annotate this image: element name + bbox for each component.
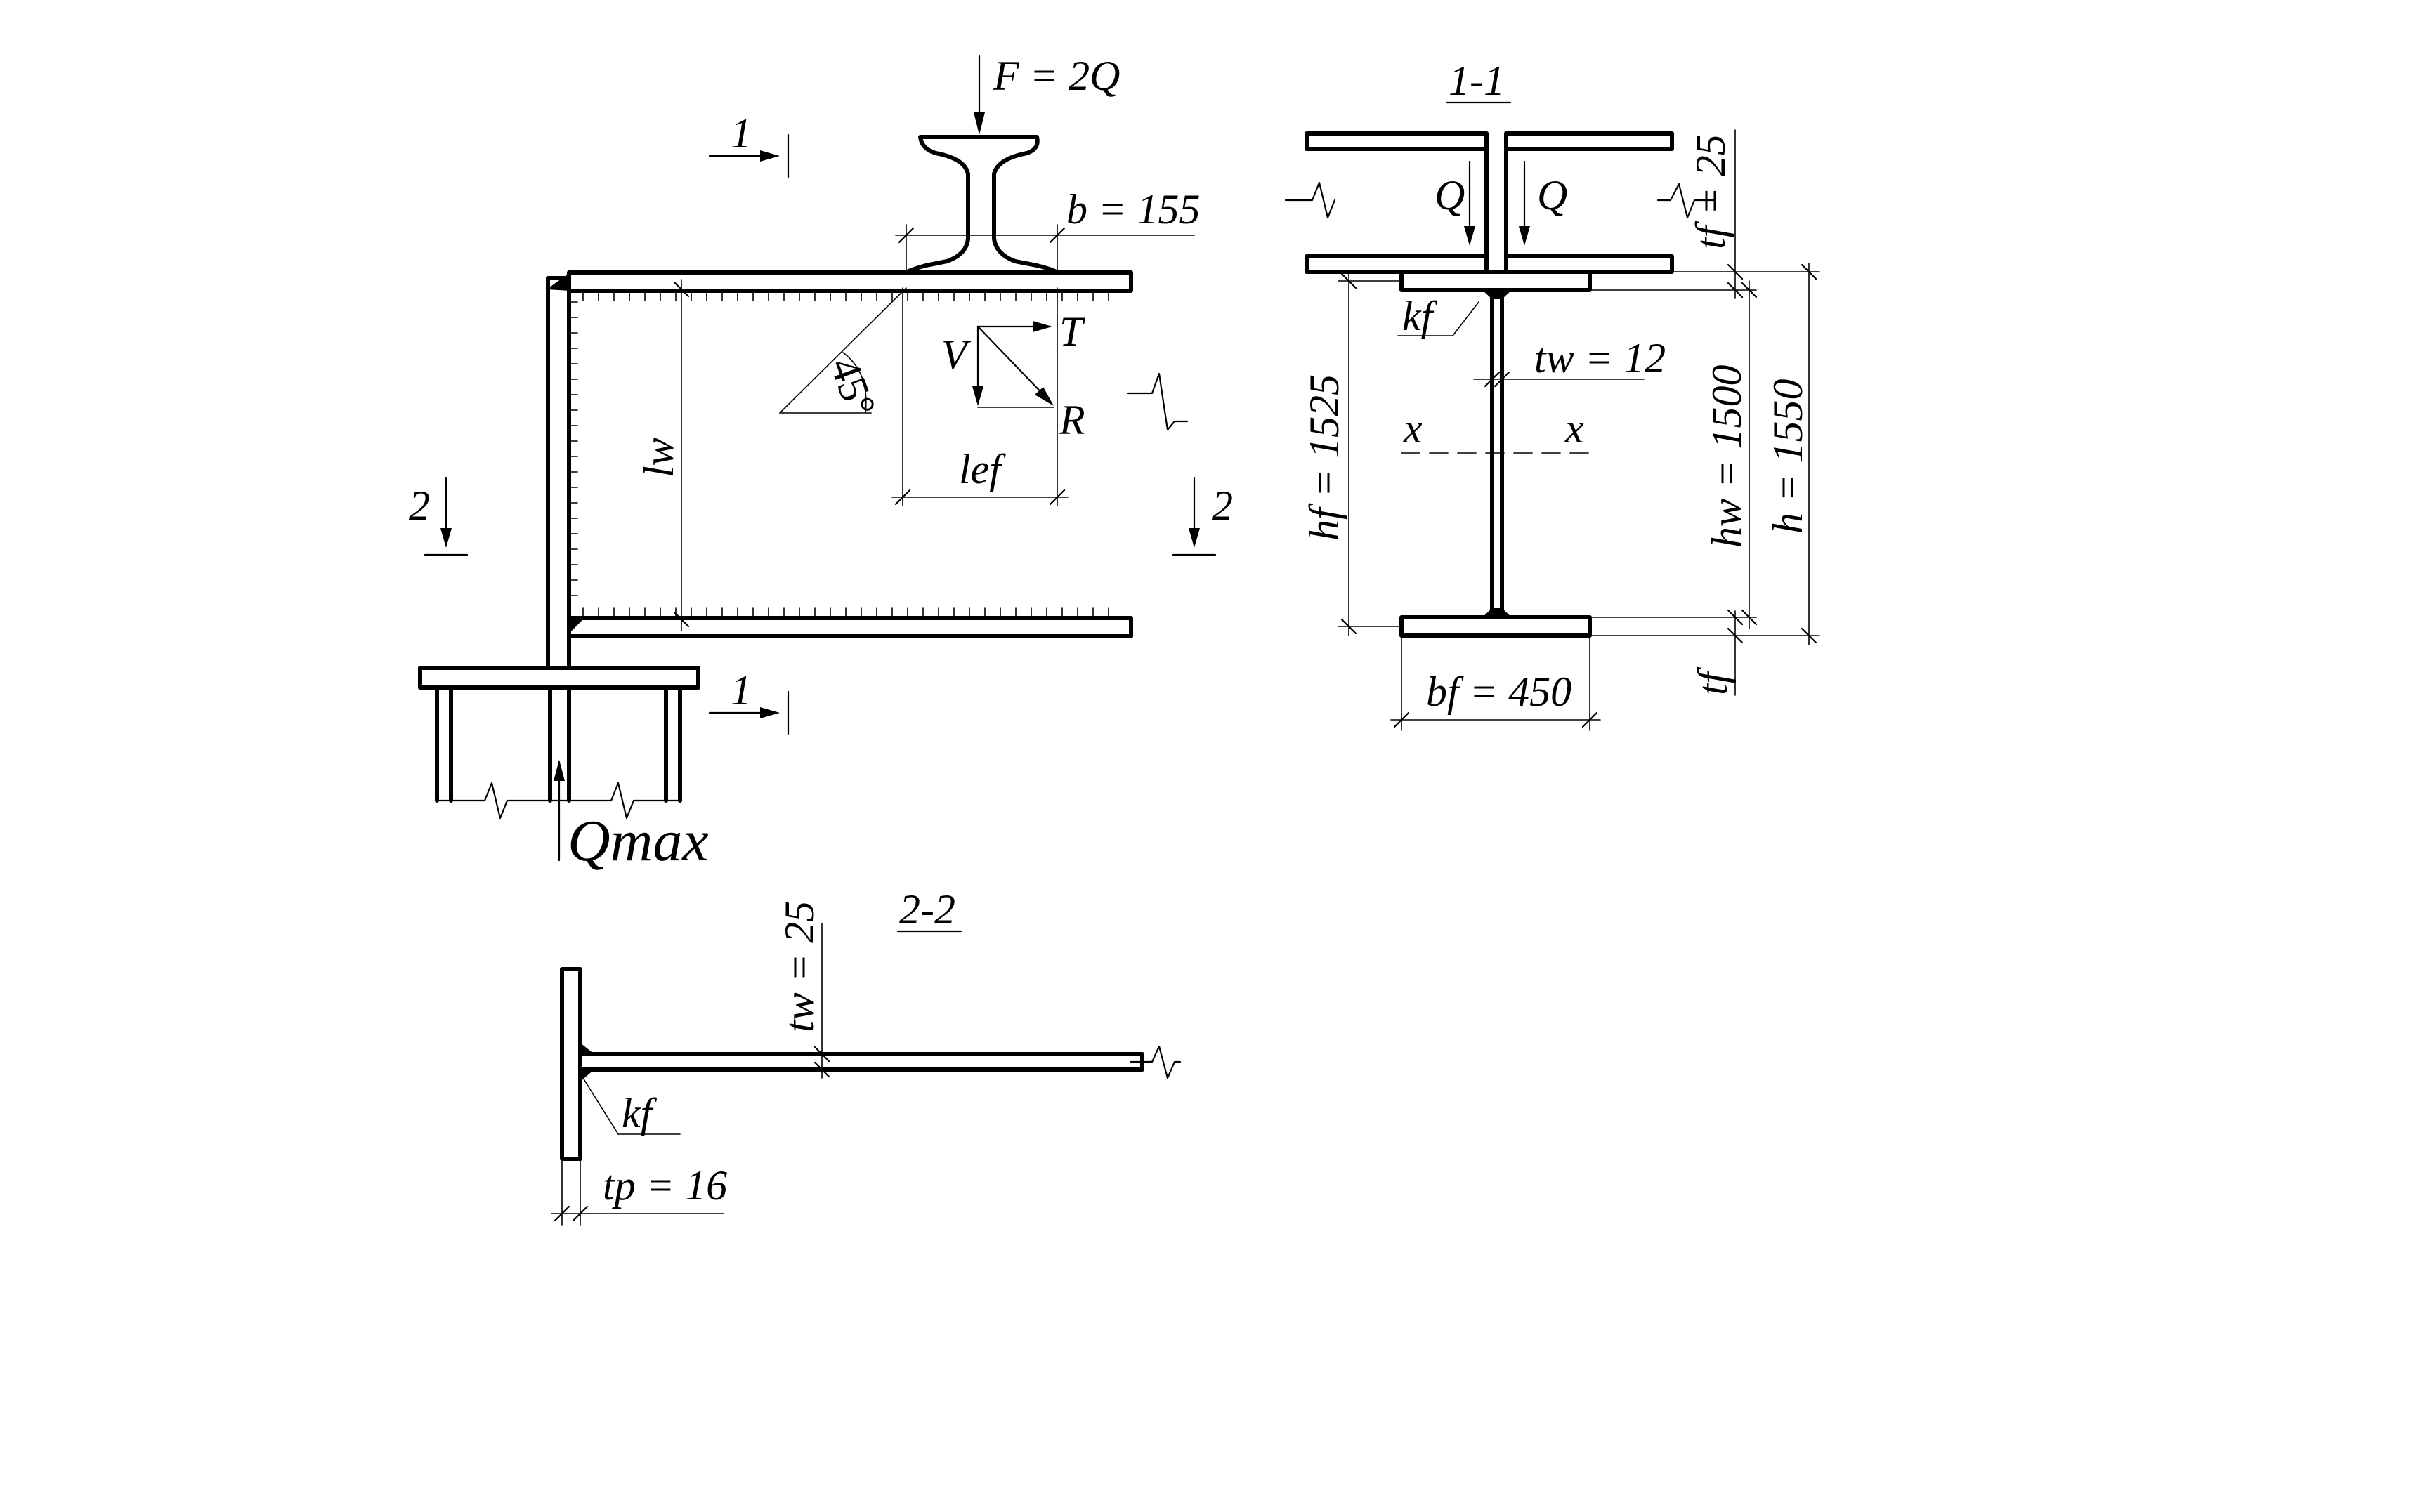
cut-2-left-head [440, 528, 452, 548]
section-2-2-weld-top [580, 1043, 594, 1054]
t-label: T [1059, 308, 1085, 355]
elevation-view: Qmax F = 2Q b = 155 45° lef V T [409, 53, 1233, 874]
load-beam-section [904, 135, 1059, 275]
kf22-leader [582, 1077, 619, 1135]
f-label: F = 2Q [993, 53, 1120, 99]
v-label: V [941, 331, 972, 378]
q-right-arrow-head [1519, 226, 1530, 246]
cut-1-top-head [760, 150, 780, 162]
q-left-arrow-head [1464, 226, 1475, 246]
hw-label: hw = 1500 [1704, 364, 1750, 548]
cut-2-left-label: 2 [409, 482, 430, 529]
lef-tick-right [1049, 489, 1066, 506]
tw22-tick-a [813, 1046, 830, 1063]
cut-1-bottom-head [760, 707, 780, 718]
load-beam-flange-bot-right [1504, 254, 1674, 274]
cut-2-right-head [1189, 528, 1200, 548]
hw-tick-top [1741, 282, 1758, 298]
cut-1-top-label: 1 [731, 110, 752, 157]
web-weld-ticks [568, 290, 1109, 619]
q-left-label: Q [1435, 172, 1465, 218]
lef-label: lef [959, 446, 1006, 492]
cut-2-right-label: 2 [1212, 482, 1233, 529]
tf-top-tick-a [1727, 263, 1744, 280]
tw-tick-right [1494, 371, 1510, 388]
weld-corner-top [547, 272, 570, 291]
bf-label: bf = 450 [1426, 669, 1571, 715]
hf-tick-top [1340, 272, 1357, 289]
kf-label-11: kf [1402, 293, 1438, 339]
qmax-arrow-head [554, 760, 565, 781]
load-beam-flange-bot-left [1305, 254, 1489, 274]
support-stiffener [546, 276, 571, 671]
bearing-plate [418, 666, 700, 690]
r-vector-head [1035, 387, 1054, 406]
qmax-label: Qmax [568, 808, 709, 874]
kf22-label: kf [622, 1090, 658, 1136]
tw22-tick-b [813, 1061, 830, 1078]
t-vector-head [1033, 321, 1052, 332]
tf-bot-label: tf [1690, 666, 1736, 695]
b-dim-tick-right [1049, 227, 1066, 244]
lw-tick-bottom [673, 611, 690, 628]
top-flange [567, 270, 1133, 293]
lef-tick-left [894, 489, 911, 506]
f-arrow-head [974, 112, 985, 135]
tf-bot-tick-b [1727, 627, 1744, 644]
section-1-1-title: 1-1 [1449, 58, 1505, 104]
tf-top-tick-b [1727, 282, 1744, 298]
h-label: h = 1550 [1765, 379, 1811, 534]
tf-bot-tick-a [1727, 609, 1744, 626]
weld-corner-bottom [569, 618, 584, 633]
x-left-label: x [1403, 405, 1423, 452]
bf-tick-left [1393, 711, 1410, 728]
hw-tick-bot [1741, 609, 1758, 626]
beam-break-right [1126, 372, 1189, 431]
h-tick-bot [1801, 627, 1817, 644]
weld-top [1482, 290, 1512, 299]
girder-top-flange [1399, 270, 1592, 292]
tf-top-label: tf = 25 [1687, 134, 1734, 249]
v-vector-head [972, 386, 983, 406]
girder-web [1490, 288, 1504, 619]
spread-line-left [779, 287, 907, 414]
cut-1-bottom-label: 1 [731, 667, 752, 714]
bf-tick-right [1581, 711, 1598, 728]
weld-bottom [1482, 608, 1512, 617]
x-right-label: x [1564, 405, 1584, 452]
load-beam-break-right [1656, 183, 1716, 219]
r-vector [976, 325, 1052, 403]
q-right-label: Q [1537, 172, 1567, 218]
load-beam-flange-top-right [1504, 131, 1674, 151]
load-beam-flange-top-left [1305, 131, 1489, 151]
hf-tick-bot [1340, 618, 1357, 635]
b-label: b = 155 [1066, 186, 1201, 232]
section-2-2-web [578, 1052, 1144, 1072]
r-label: R [1059, 397, 1085, 443]
lw-label: lw [636, 438, 682, 478]
kf-leader [1452, 301, 1479, 336]
section-2-2: 2-2 tw = 25 kf tp = 16 [551, 886, 1182, 1226]
section-1-1: 1-1 Q Q kf tw = 12 x [1284, 58, 1820, 731]
b-dim-tick-left [898, 227, 915, 244]
tw22-label: tw = 25 [776, 901, 823, 1032]
tw-tick-left [1484, 371, 1501, 388]
bottom-flange [567, 616, 1133, 638]
lw-tick-top [673, 281, 690, 298]
h-tick-top [1801, 263, 1817, 280]
hf-label: hf = 1525 [1301, 374, 1347, 541]
section-2-2-break [1130, 1045, 1182, 1079]
section-2-2-stiffener [560, 967, 582, 1161]
section-2-2-title: 2-2 [899, 886, 955, 933]
tp-tick-left [554, 1205, 570, 1222]
angle-arc [842, 352, 867, 414]
tw-label-11: tw = 12 [1534, 335, 1666, 381]
girder-bottom-flange [1399, 615, 1592, 638]
tp-tick-right [572, 1205, 589, 1222]
load-beam-break-left [1284, 181, 1336, 219]
tp-label: tp = 16 [603, 1162, 727, 1209]
